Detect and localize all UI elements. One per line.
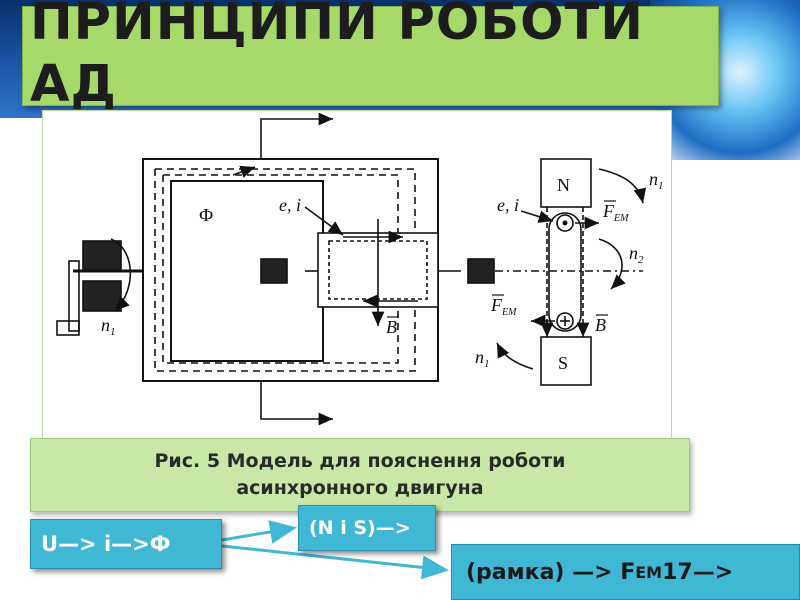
flux-arrow-top xyxy=(260,112,333,159)
flux-pointer xyxy=(232,165,256,178)
flux-arrow-bottom xyxy=(260,381,333,426)
crank-handle xyxy=(56,320,80,336)
flux-line-outer-bottom xyxy=(154,169,416,372)
label-n1-top: n1 xyxy=(649,169,664,192)
label-f-em-bottom: FEM xyxy=(490,295,517,318)
label-n1-left: n1 xyxy=(101,315,116,338)
label-flux: Ф xyxy=(199,205,213,225)
rotation-arrow-left xyxy=(110,238,132,312)
label-n1-bottom: n1 xyxy=(475,347,490,370)
label-n2: n2 xyxy=(629,243,644,266)
flux-line-inner-bottom xyxy=(162,175,399,364)
flow-box-force-prefix: (рамка) —> F xyxy=(466,559,636,585)
flow-box-current-text: U—> i—>Ф xyxy=(41,532,171,556)
flow-box-poles: (N i S)—> xyxy=(298,505,436,551)
pulley-bottom xyxy=(82,280,122,312)
caption-box: Рис. 5 Модель для пояснення роботи асинх… xyxy=(30,438,690,512)
label-f-em-top: FEM xyxy=(602,201,629,224)
label-emf-left: e, i xyxy=(279,195,301,215)
rotation-arrow-n2 xyxy=(598,238,626,290)
rotation-arrow-n1-top xyxy=(598,168,647,204)
title-box xyxy=(22,6,719,106)
arrow-to-box3 xyxy=(221,544,449,580)
pulley-top xyxy=(82,240,122,272)
brush-right xyxy=(467,258,495,284)
label-b-center: B xyxy=(386,317,397,337)
crank xyxy=(68,260,80,332)
label-north: N xyxy=(557,175,570,195)
flow-box-poles-text: (N i S)—> xyxy=(309,517,411,539)
coil-loop xyxy=(548,212,582,332)
motor-diagram: Ф e, i e, i N S n1 n2 n1 n1 FEM FEM B B xyxy=(56,112,664,426)
flow-box-force-sub: EM xyxy=(635,562,663,582)
label-emf-right: e, i xyxy=(497,195,519,215)
emf-pointer-right xyxy=(520,210,554,223)
arrow-to-box2 xyxy=(221,520,297,544)
flow-box-force-suffix: 17—> xyxy=(662,559,734,585)
magnet-south xyxy=(540,336,592,386)
motor-diagram-figure: Ф e, i e, i N S n1 n2 n1 n1 FEM FEM B B xyxy=(42,110,672,442)
flow-box-current: U—> i—>Ф xyxy=(30,519,222,569)
conductor-dot xyxy=(562,220,568,226)
label-south: S xyxy=(558,353,568,373)
brush-left xyxy=(260,258,288,284)
label-b-right: B xyxy=(595,315,606,335)
magnet-north xyxy=(540,158,592,208)
slide-title: ПРИНЦИПИ РОБОТИ АД xyxy=(30,0,644,114)
emf-pointer-left xyxy=(304,206,344,236)
rotation-arrow-n1-bottom xyxy=(496,342,534,370)
figure-caption: Рис. 5 Модель для пояснення роботи асинх… xyxy=(154,450,566,499)
